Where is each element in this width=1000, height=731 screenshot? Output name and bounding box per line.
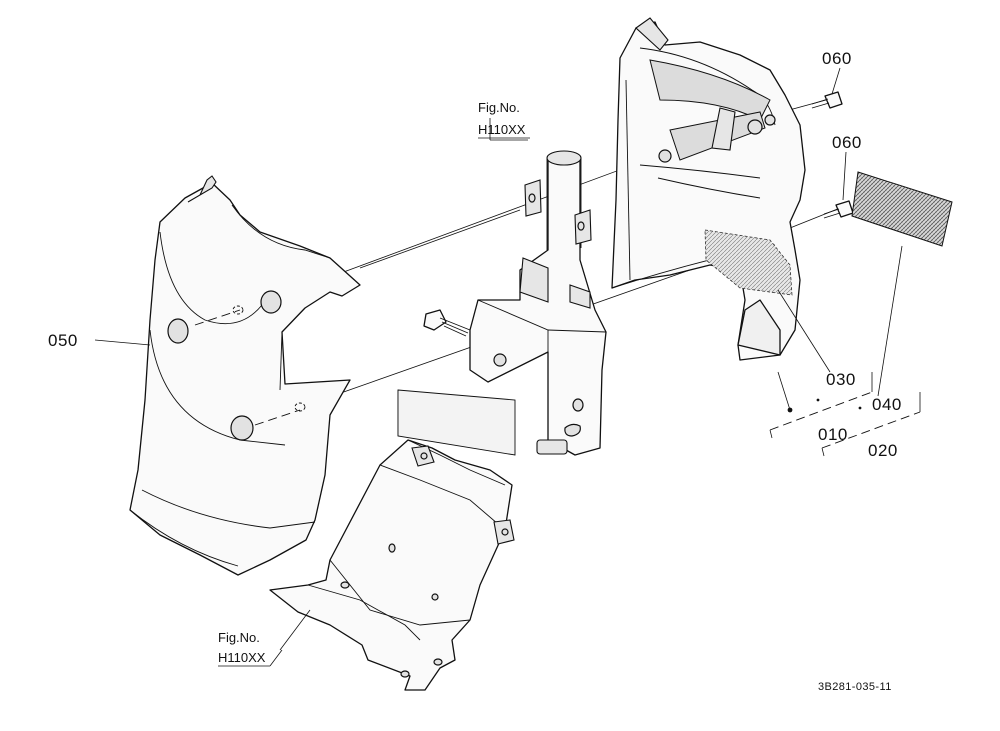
part-010-rear-cover <box>611 17 806 361</box>
fig-ref-bottom-line2[interactable]: H110XX <box>218 650 266 665</box>
part-050-front-cover <box>129 175 361 576</box>
drawing-code: 3B281-035-11 <box>818 681 892 693</box>
label-050[interactable]: 050 <box>48 331 78 350</box>
label-020[interactable]: 020 <box>868 441 898 460</box>
fig-ref-bottom-line1: Fig.No. <box>218 630 260 645</box>
fig-ref-top-line1: Fig.No. <box>478 100 520 115</box>
bolt <box>423 309 471 337</box>
screws-060 <box>811 91 854 219</box>
decal-040 <box>851 171 953 247</box>
label-010[interactable]: 010 <box>818 425 848 444</box>
leader-lines <box>94 67 921 651</box>
fig-ref-top-line2[interactable]: H110XX <box>478 122 526 137</box>
label-030[interactable]: 030 <box>826 370 856 389</box>
part-labels: 050 060 060 030 040 010 020 Fig.No. H110… <box>48 49 902 693</box>
lower-frame-bracket <box>269 439 515 691</box>
label-060-upper[interactable]: 060 <box>822 49 852 68</box>
panel-backdrop <box>397 389 516 456</box>
steering-column-bracket <box>469 150 607 456</box>
label-060-lower[interactable]: 060 <box>832 133 862 152</box>
label-040[interactable]: 040 <box>872 395 902 414</box>
